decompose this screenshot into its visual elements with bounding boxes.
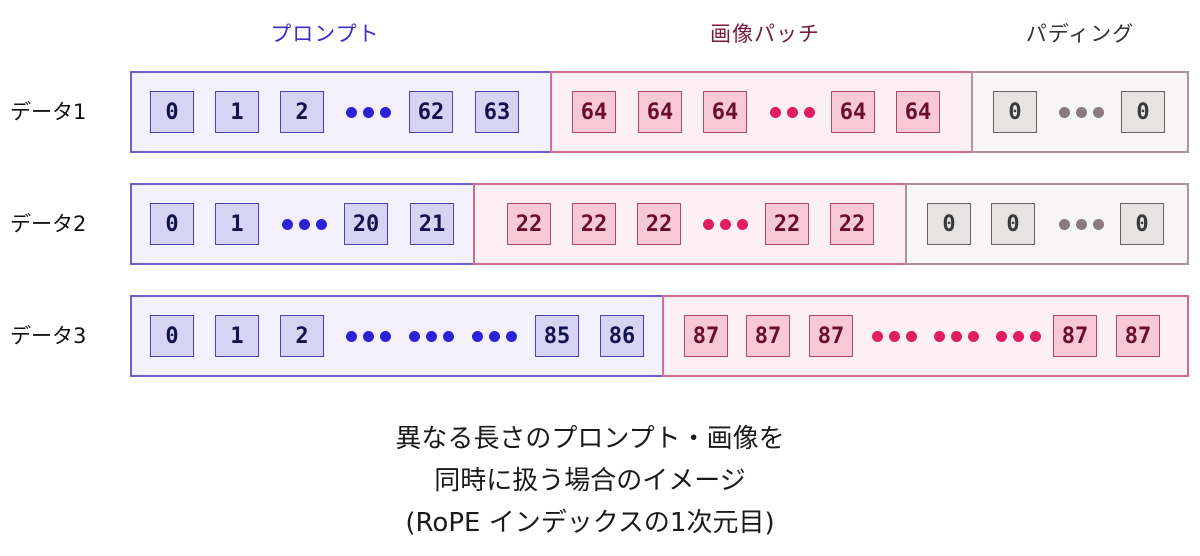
row-label-data2: データ2 — [10, 212, 87, 236]
caption-line3: (RoPE インデックスの1次元目) — [405, 508, 775, 538]
token-image: 22 — [765, 203, 809, 245]
ellipsis-dots — [282, 203, 327, 245]
figure-caption: 異なる長さのプロンプト・画像を 同時に扱う場合のイメージ (RoPE インデック… — [280, 418, 900, 544]
ellipsis-dots — [703, 203, 748, 245]
ellipsis-dots — [934, 315, 979, 357]
token-padding: 0 — [927, 203, 971, 245]
ellipsis-dots — [872, 315, 917, 357]
token-prompt: 2 — [280, 315, 324, 357]
row2-prompt-segment: 0 1 20 21 — [130, 183, 475, 265]
ellipsis-dots — [1059, 203, 1104, 245]
token-image: 22 — [637, 203, 681, 245]
token-prompt: 86 — [600, 315, 644, 357]
prompt-header: プロンプト — [270, 22, 380, 46]
token-image: 64 — [638, 91, 682, 133]
token-image: 64 — [831, 91, 875, 133]
token-prompt: 21 — [410, 203, 454, 245]
token-image: 87 — [1053, 315, 1097, 357]
row3-prompt-segment: 0 1 2 85 86 — [130, 295, 664, 377]
token-image: 64 — [896, 91, 940, 133]
row-label-data3: データ3 — [10, 324, 87, 348]
ellipsis-dots — [770, 91, 815, 133]
token-image: 22 — [830, 203, 874, 245]
token-image: 87 — [684, 315, 728, 357]
token-prompt: 1 — [215, 91, 259, 133]
token-image: 22 — [507, 203, 551, 245]
ellipsis-dots — [996, 315, 1041, 357]
ellipsis-dots — [1059, 91, 1104, 133]
token-prompt: 20 — [344, 203, 388, 245]
caption-line1: 異なる長さのプロンプト・画像を — [395, 424, 785, 454]
token-image: 22 — [572, 203, 616, 245]
token-prompt: 1 — [215, 203, 259, 245]
token-padding: 0 — [993, 91, 1037, 133]
image-patch-header: 画像パッチ — [710, 22, 820, 46]
token-padding: 0 — [991, 203, 1035, 245]
ellipsis-dots — [346, 315, 391, 357]
token-image: 87 — [746, 315, 790, 357]
token-prompt: 2 — [280, 91, 324, 133]
token-prompt: 0 — [150, 203, 194, 245]
token-prompt: 62 — [409, 91, 453, 133]
token-image: 64 — [703, 91, 747, 133]
row1-image-segment: 64 64 64 64 64 — [550, 71, 973, 153]
token-prompt: 0 — [150, 315, 194, 357]
row2-padding-segment: 0 0 0 — [905, 183, 1189, 265]
ellipsis-dots — [472, 315, 517, 357]
row1-padding-segment: 0 0 — [971, 71, 1189, 153]
row-label-data1: データ1 — [10, 100, 87, 124]
ellipsis-dots — [346, 91, 391, 133]
token-image: 87 — [809, 315, 853, 357]
token-image: 64 — [572, 91, 616, 133]
row3-image-segment: 87 87 87 87 87 — [662, 295, 1189, 377]
token-prompt: 85 — [535, 315, 579, 357]
ellipsis-dots — [409, 315, 454, 357]
token-prompt: 1 — [215, 315, 259, 357]
token-image: 87 — [1116, 315, 1160, 357]
token-prompt: 0 — [150, 91, 194, 133]
row1-prompt-segment: 0 1 2 62 63 — [130, 71, 552, 153]
token-padding: 0 — [1120, 203, 1164, 245]
padding-header: パディング — [1025, 22, 1135, 46]
token-padding: 0 — [1121, 91, 1165, 133]
row2-image-segment: 22 22 22 22 22 — [473, 183, 907, 265]
token-prompt: 63 — [475, 91, 519, 133]
caption-line2: 同時に扱う場合のイメージ — [434, 466, 746, 496]
